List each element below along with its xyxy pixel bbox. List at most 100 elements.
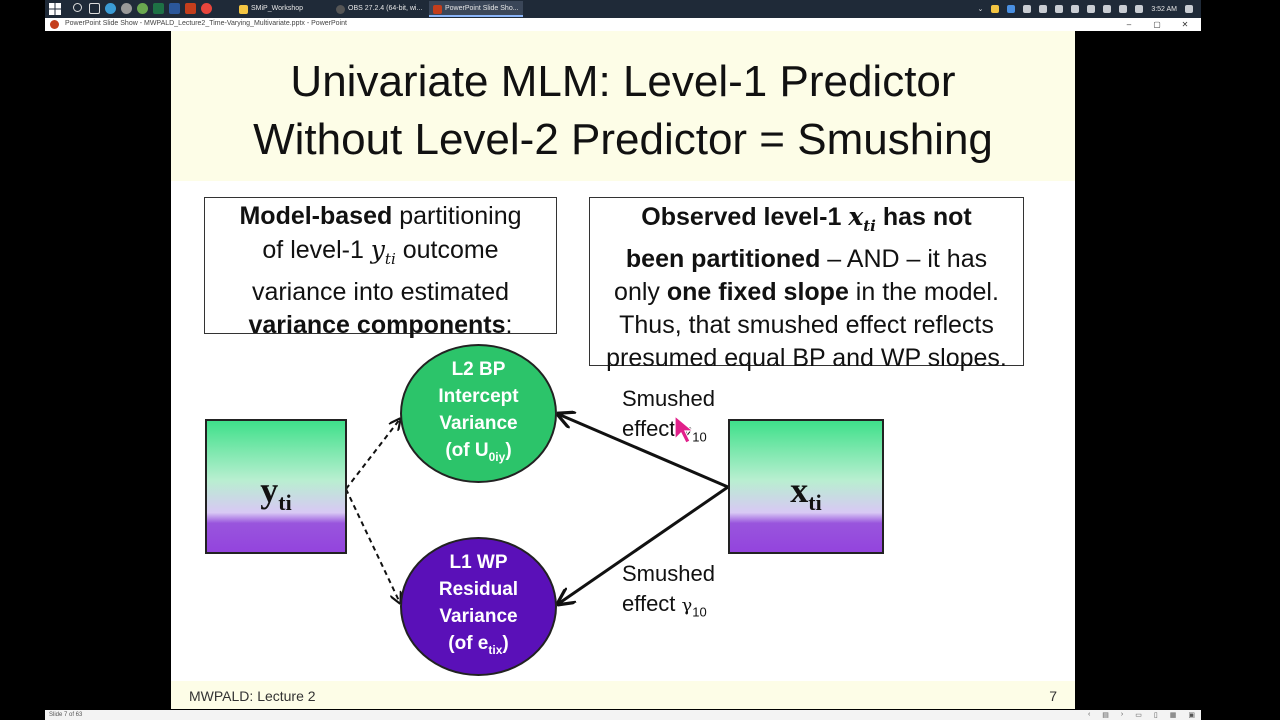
math-var: y: [260, 470, 279, 510]
task-view-icon[interactable]: [89, 3, 100, 14]
text: Smushed: [622, 386, 715, 411]
bold-text: been partitioned: [625, 245, 821, 273]
normal-view-icon[interactable]: ▭: [1135, 712, 1142, 719]
footer-band: [171, 681, 1075, 709]
tray-app-icon[interactable]: [1039, 5, 1048, 13]
bold-text: Model-based: [239, 202, 393, 230]
volume-icon[interactable]: [1103, 5, 1112, 13]
sub: 10: [692, 429, 707, 445]
powerpoint-icon: [433, 5, 442, 14]
bold-text: variance components: [248, 311, 506, 339]
search-icon[interactable]: [73, 3, 82, 12]
wifi-icon[interactable]: [1087, 5, 1096, 13]
clock[interactable]: 3:52 AM: [1151, 5, 1177, 13]
left-textbox: Model-based partitioning of level-1 yti …: [204, 197, 557, 339]
x-ti-label: xti: [730, 469, 882, 516]
slide[interactable]: Univariate MLM: Level-1 Predictor Withou…: [171, 31, 1075, 709]
obs-icon: [336, 5, 345, 14]
slide-sorter-icon[interactable]: ▦: [1169, 712, 1177, 719]
footer-lecture: MWPALD: Lecture 2: [189, 688, 316, 704]
chevron-up-icon[interactable]: ⌄: [977, 6, 984, 13]
dropbox-icon[interactable]: [1007, 5, 1016, 13]
menu-icon[interactable]: ▤: [1102, 712, 1109, 719]
ellipse-line: Residual: [438, 579, 519, 601]
y-ti-label: yti: [207, 469, 345, 516]
text: (of e: [448, 633, 489, 655]
title-band: [171, 31, 1075, 181]
bold-text: one fixed slope: [666, 278, 849, 306]
slideshow-controls: ‹ ▤ › ▭ ▯ ▦ ▣: [1088, 711, 1195, 719]
taskbar-item-smip-workshop[interactable]: SMiP_Workshop: [235, 1, 329, 17]
keyboard-icon[interactable]: [1119, 5, 1128, 13]
text: Thus, that smushed effect reflects: [619, 311, 994, 339]
windows-start-icon[interactable]: [49, 3, 61, 15]
window-titlebar: PowerPoint Slide Show - MWPALD_Lecture2_…: [45, 18, 1201, 31]
text: only: [614, 278, 667, 306]
restore-button[interactable]: ▢: [1153, 20, 1161, 29]
math-sub: ti: [808, 490, 822, 516]
taskbar-item-obs[interactable]: OBS 27.2.4 (64-bit, wi...: [332, 1, 426, 17]
taskbar-item-powerpoint[interactable]: PowerPoint Slide Sho...: [429, 1, 523, 17]
math-sub: ti: [863, 217, 876, 235]
gamma-symbol: γ: [681, 595, 693, 616]
status-bar: Slide 7 of 63 ‹ ▤ › ▭ ▯ ▦ ▣: [45, 710, 1201, 720]
taskbar: SMiP_Workshop OBS 27.2.4 (64-bit, wi... …: [45, 0, 1201, 18]
ellipse-line: L2 BP: [451, 359, 506, 381]
ellipse-line: (of U0iy): [445, 437, 511, 471]
powerpoint-icon[interactable]: [185, 3, 196, 14]
excel-icon[interactable]: [153, 3, 164, 14]
chrome-icon[interactable]: [201, 3, 212, 14]
slide-title: Univariate MLM: Level-1 Predictor Withou…: [171, 53, 1075, 169]
text: (of U: [445, 440, 489, 462]
math-var: x: [790, 470, 809, 510]
text: effect: [622, 416, 682, 441]
solid-arrow-to-l1: [558, 485, 729, 604]
ellipse-line: Intercept: [438, 386, 519, 408]
dashed-arrow-to-l1: [345, 488, 400, 603]
x-ti-math: xti: [848, 202, 876, 235]
tray-app-icon[interactable]: [1055, 5, 1064, 13]
y-ti-box: yti: [205, 419, 347, 554]
edge-label-bottom: Smushed effect γ10: [622, 559, 715, 627]
word-icon[interactable]: [169, 3, 180, 14]
minimize-button[interactable]: –: [1126, 20, 1132, 29]
text: of level-1: [262, 236, 371, 264]
tray-app-icon[interactable]: [1023, 5, 1032, 13]
slideshow-icon[interactable]: ▣: [1188, 712, 1195, 719]
next-slide-icon[interactable]: ›: [1120, 711, 1124, 718]
window-title: PowerPoint Slide Show - MWPALD_Lecture2_…: [65, 20, 347, 27]
folder-icon: [239, 5, 248, 14]
text: presumed equal BP and WP slopes.: [606, 344, 1007, 372]
close-button[interactable]: ✕: [1181, 20, 1189, 29]
notifications-icon[interactable]: [1185, 5, 1193, 13]
ellipse-line: (of etix): [448, 630, 508, 664]
text: in the model.: [848, 278, 999, 306]
math-sub: ti: [384, 250, 396, 268]
battery-icon[interactable]: [1135, 5, 1144, 13]
sub: 10: [692, 604, 707, 620]
math-var: x: [848, 202, 864, 231]
app-icon[interactable]: [137, 3, 148, 14]
reading-view-icon[interactable]: ▯: [1153, 712, 1158, 719]
sub: tix: [488, 642, 503, 657]
math-sub: ti: [278, 490, 292, 516]
previous-slide-icon[interactable]: ‹: [1087, 711, 1091, 718]
ellipse-line: L1 WP: [449, 552, 508, 574]
tray-app-icon[interactable]: [991, 5, 1000, 13]
bold-text: Observed level-1: [641, 203, 849, 231]
l1-wp-residual-variance-ellipse: L1 WP Residual Variance (of etix): [400, 537, 557, 676]
text: ): [505, 440, 512, 462]
text: Smushed: [622, 561, 715, 586]
browser-icon[interactable]: [105, 3, 116, 14]
diagram-arrows: [345, 31, 729, 709]
math-var: y: [370, 235, 385, 264]
slide-counter: Slide 7 of 63: [49, 712, 83, 718]
edge-label-top: Smushed effect γ10: [622, 384, 715, 452]
system-tray: ⌄ 3:52 AM: [977, 0, 1193, 18]
solid-arrow-to-l2: [558, 414, 729, 489]
tray-app-icon[interactable]: [1071, 5, 1080, 13]
slide-title-line-2: Without Level-2 Predictor = Smushing: [253, 115, 993, 164]
text: – AND – it has: [820, 245, 988, 273]
slide-number: 7: [1049, 688, 1057, 704]
app-icon[interactable]: [121, 3, 132, 14]
